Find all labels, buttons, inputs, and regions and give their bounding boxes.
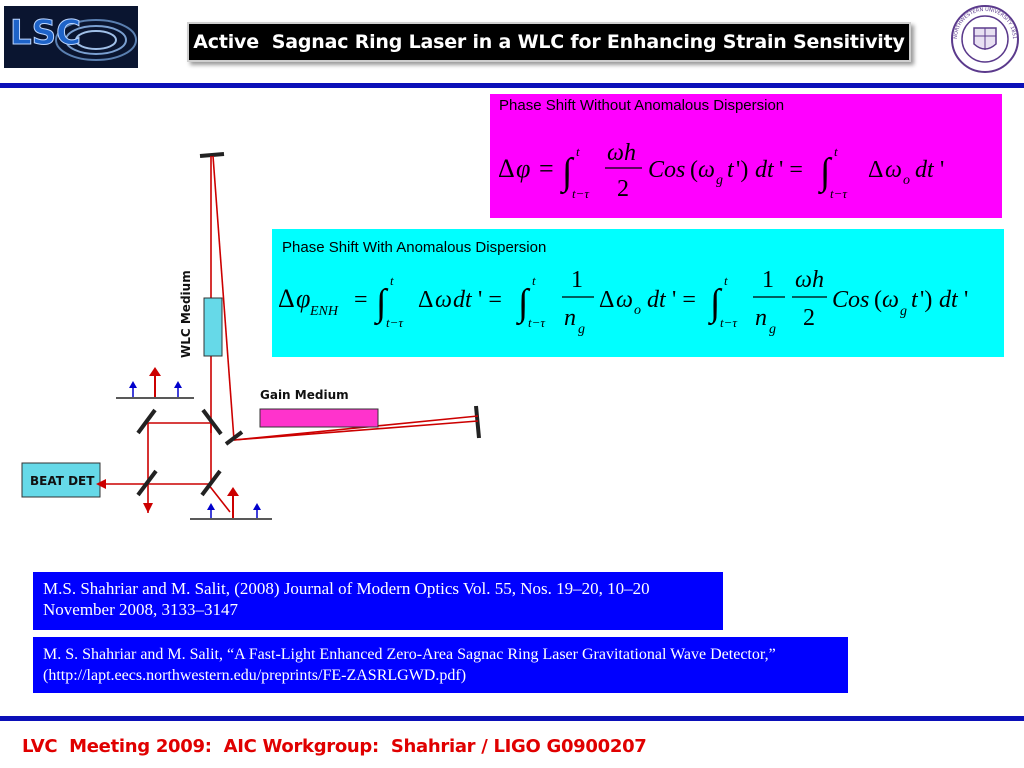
svg-text:'): ') <box>920 287 932 313</box>
svg-text:t−τ: t−τ <box>528 315 546 330</box>
svg-text:(: ( <box>690 157 698 183</box>
svg-text:Cos: Cos <box>832 287 869 313</box>
svg-text:' =: ' = <box>779 157 803 183</box>
svg-text:dt: dt <box>755 157 775 183</box>
svg-text:' =: ' = <box>478 287 502 313</box>
svg-text:Δ: Δ <box>418 287 433 313</box>
northwestern-seal: NORTHWESTERN UNIVERSITY 1851 <box>950 4 1020 74</box>
svg-text:φ: φ <box>516 154 530 183</box>
svg-text:φ: φ <box>296 284 310 313</box>
reference-preprint: M. S. Shahriar and M. Salit, “A Fast-Lig… <box>33 637 848 693</box>
svg-text:∫: ∫ <box>374 282 389 326</box>
svg-text:': ' <box>940 157 944 183</box>
svg-text:g: g <box>769 322 776 337</box>
equation-label-with: Phase Shift With Anomalous Dispersion <box>282 239 547 256</box>
lower-energy-level-diagram <box>190 487 272 520</box>
svg-text:ω: ω <box>435 287 452 313</box>
svg-text:' =: ' = <box>672 287 696 313</box>
detector-arrow <box>96 479 106 489</box>
top-mirror <box>199 152 225 158</box>
slide-title: Active Sagnac Ring Laser in a WLC for En… <box>193 31 905 53</box>
svg-text:t: t <box>390 273 394 288</box>
gain-medium-cell <box>259 408 379 428</box>
svg-text:dt: dt <box>453 287 473 313</box>
lsc-logo: LSC <box>4 6 138 68</box>
svg-text:t−τ: t−τ <box>572 186 590 201</box>
svg-text:n: n <box>755 305 767 331</box>
svg-text:n: n <box>564 305 576 331</box>
laser-beams <box>96 155 479 513</box>
svg-text:ωh: ωh <box>607 140 636 166</box>
svg-text:ωh: ωh <box>795 267 824 293</box>
svg-text:dt: dt <box>915 157 935 183</box>
svg-text:g: g <box>578 322 585 337</box>
svg-text:t: t <box>532 273 536 288</box>
svg-text:t−τ: t−τ <box>830 186 848 201</box>
svg-text:Δ: Δ <box>868 157 883 183</box>
upper-energy-level-diagram <box>116 367 194 399</box>
svg-text:ω: ω <box>882 287 899 313</box>
svg-text:': ' <box>964 287 968 313</box>
svg-text:t−τ: t−τ <box>386 315 404 330</box>
svg-text:Δ: Δ <box>498 154 515 183</box>
svg-text:t: t <box>834 144 838 159</box>
svg-text:Δ: Δ <box>278 284 295 313</box>
svg-text:g: g <box>900 304 907 319</box>
svg-text:=: = <box>539 154 554 183</box>
svg-text:dt: dt <box>939 287 959 313</box>
svg-text:dt: dt <box>647 287 667 313</box>
svg-text:t: t <box>727 157 735 183</box>
wlc-medium-label: WLC Medium <box>179 270 193 358</box>
gain-medium-label: Gain Medium <box>260 388 349 402</box>
equation-label-without: Phase Shift Without Anomalous Dispersion <box>499 97 785 114</box>
svg-text:1: 1 <box>762 267 774 293</box>
lsc-logo-text: LSC <box>10 13 81 53</box>
beam-splitters <box>136 408 244 497</box>
svg-text:=: = <box>354 287 368 313</box>
footer-text: LVC Meeting 2009: AIC Workgroup: Shahria… <box>22 736 647 757</box>
svg-text:t: t <box>911 287 919 313</box>
svg-text:t: t <box>724 273 728 288</box>
equation-box-without-dispersion: Phase Shift Without Anomalous Dispersion… <box>490 94 1002 218</box>
svg-text:ENH: ENH <box>309 304 339 319</box>
slide-title-banner: Active Sagnac Ring Laser in a WLC for En… <box>187 22 911 62</box>
svg-text:o: o <box>634 303 641 318</box>
equation-with-dispersion: Δ φ ENH = ∫ t t−τ Δ ω dt ' = ∫ t t−τ 1 n… <box>278 267 968 337</box>
output-arrow-down <box>143 503 153 513</box>
svg-text:t: t <box>576 144 580 159</box>
svg-text:g: g <box>716 173 723 188</box>
svg-text:'): ') <box>736 157 748 183</box>
svg-text:ω: ω <box>885 157 902 183</box>
svg-text:∫: ∫ <box>560 151 575 195</box>
equation-without-dispersion: Δ φ = ∫ t t−τ ωh 2 Cos ( ω g t ') dt ' =… <box>498 140 944 202</box>
beat-detector-box <box>21 462 101 498</box>
svg-text:Δ: Δ <box>599 287 614 313</box>
svg-text:o: o <box>903 173 910 188</box>
svg-text:∫: ∫ <box>818 151 833 195</box>
svg-text:∫: ∫ <box>708 282 723 326</box>
svg-text:2: 2 <box>803 305 815 331</box>
svg-text:(: ( <box>874 287 882 313</box>
svg-text:t−τ: t−τ <box>720 315 738 330</box>
right-mirror <box>474 405 481 439</box>
wlc-medium-cell <box>203 297 223 357</box>
svg-text:ω: ω <box>616 287 633 313</box>
svg-text:2: 2 <box>617 176 629 202</box>
header-rule <box>0 83 1024 88</box>
svg-text:ω: ω <box>698 157 715 183</box>
svg-text:1: 1 <box>571 267 583 293</box>
sagnac-ring-laser-diagram: WLC Medium Gain Medium BEAT DET <box>18 148 508 528</box>
svg-text:∫: ∫ <box>516 282 531 326</box>
reference-journal: M.S. Shahriar and M. Salit, (2008) Journ… <box>33 572 723 630</box>
svg-text:Cos: Cos <box>648 157 685 183</box>
footer-rule <box>0 716 1024 721</box>
equation-box-with-dispersion: Phase Shift With Anomalous Dispersion Δ … <box>272 229 1004 357</box>
beat-detector-label: BEAT DET <box>30 474 95 488</box>
